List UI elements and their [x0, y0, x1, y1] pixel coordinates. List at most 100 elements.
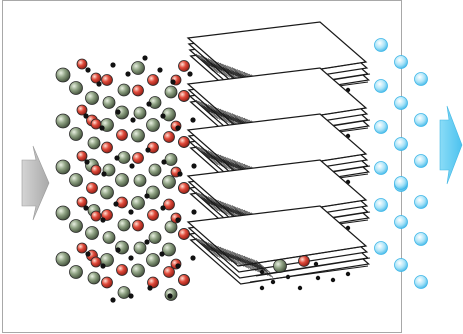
black-dot-icon — [190, 255, 196, 261]
black-dot-icon — [187, 71, 193, 77]
green-sphere-icon — [69, 173, 83, 187]
green-sphere-icon — [146, 185, 160, 200]
red-sphere-icon — [76, 150, 88, 162]
green-sphere-icon — [131, 61, 145, 75]
blue-droplet-icon — [374, 79, 388, 93]
red-sphere-icon — [76, 196, 88, 208]
red-sphere-icon — [116, 129, 128, 141]
blue-droplet-icon — [394, 55, 408, 69]
green-sphere-icon — [148, 231, 162, 244]
green-sphere-icon — [55, 251, 71, 267]
black-dot-icon — [167, 293, 173, 299]
black-dot-icon — [85, 251, 91, 257]
black-dot-icon — [110, 62, 116, 68]
green-sphere-icon — [131, 196, 145, 210]
black-dot-icon — [83, 205, 89, 211]
red-sphere-icon — [178, 90, 190, 102]
black-dot-icon — [160, 113, 166, 119]
red-sphere-icon — [101, 141, 113, 154]
figure-frame — [2, 0, 402, 333]
green-sphere-icon — [55, 205, 71, 221]
blue-droplet-icon — [414, 195, 428, 209]
blue-droplet-icon — [394, 258, 408, 272]
blue-droplet-icon — [374, 120, 388, 134]
green-sphere-icon — [146, 253, 160, 267]
blue-droplet-icon — [414, 232, 428, 246]
green-sphere-icon — [55, 113, 71, 129]
membrane-edge — [237, 245, 371, 283]
black-dot-icon — [128, 293, 134, 299]
blue-droplet-icon — [414, 154, 428, 168]
black-dot-icon — [160, 205, 166, 211]
black-dot-icon — [191, 163, 197, 169]
red-sphere-icon — [90, 210, 102, 222]
black-dot-icon — [84, 159, 90, 165]
red-sphere-icon — [90, 118, 102, 130]
green-sphere-icon — [131, 128, 145, 143]
green-sphere-icon — [69, 219, 83, 233]
black-dot-icon — [144, 239, 150, 245]
black-dot-icon — [115, 109, 121, 115]
blue-droplet-icon — [414, 113, 428, 127]
green-sphere-icon — [273, 259, 287, 273]
green-sphere-icon — [133, 241, 147, 255]
black-dot-icon — [170, 79, 176, 85]
red-sphere-icon — [132, 152, 144, 164]
black-dot-icon — [157, 67, 163, 73]
green-sphere-icon — [69, 81, 83, 95]
blue-arrow-right-icon — [439, 105, 463, 185]
blue-droplet-icon — [394, 137, 408, 151]
blue-droplet-icon — [414, 72, 428, 86]
black-dot-icon — [175, 263, 181, 269]
black-dot-icon — [146, 101, 152, 107]
black-dot-icon — [270, 279, 276, 285]
black-dot-icon — [85, 67, 91, 73]
green-sphere-icon — [148, 163, 162, 177]
black-dot-icon — [129, 163, 135, 169]
green-sphere-icon — [85, 91, 99, 105]
red-sphere-icon — [90, 164, 102, 176]
red-sphere-icon — [76, 104, 88, 116]
blue-droplet-icon — [394, 215, 408, 229]
red-sphere-icon — [163, 266, 175, 278]
particle-mixture — [55, 55, 197, 303]
black-dot-icon — [345, 271, 351, 277]
black-dot-icon — [191, 209, 197, 215]
red-sphere-icon — [116, 264, 128, 276]
green-sphere-icon — [164, 85, 178, 99]
blue-droplet-icon — [374, 161, 388, 175]
black-dot-icon — [259, 269, 265, 275]
green-sphere-icon — [87, 136, 101, 150]
black-dot-icon — [330, 277, 336, 283]
green-sphere-icon — [87, 271, 101, 285]
red-sphere-icon — [178, 60, 190, 72]
green-sphere-icon — [162, 175, 176, 189]
blue-droplet-icon — [394, 96, 408, 110]
black-dot-icon — [297, 285, 303, 291]
green-sphere-icon — [55, 159, 71, 175]
green-sphere-icon — [100, 185, 114, 200]
red-sphere-icon — [147, 276, 159, 289]
black-dot-icon — [145, 147, 151, 153]
green-sphere-icon — [133, 106, 147, 120]
black-dot-icon — [190, 117, 196, 123]
black-dot-icon — [96, 81, 102, 87]
black-dot-icon — [100, 217, 106, 223]
red-sphere-icon — [147, 209, 159, 221]
black-dot-icon — [99, 125, 105, 131]
green-sphere-icon — [131, 263, 145, 278]
green-sphere-icon — [69, 127, 83, 141]
red-sphere-icon — [86, 182, 98, 194]
red-sphere-icon — [132, 219, 144, 232]
blue-droplet-icon — [394, 176, 408, 190]
black-dot-icon — [313, 261, 319, 267]
filtered-output — [374, 38, 428, 289]
green-sphere-icon — [85, 226, 99, 240]
red-sphere-icon — [178, 274, 190, 286]
green-sphere-icon — [69, 265, 83, 279]
black-dot-icon — [175, 217, 181, 223]
red-sphere-icon — [298, 255, 310, 267]
green-sphere-icon — [164, 153, 178, 166]
red-sphere-icon — [101, 276, 113, 289]
